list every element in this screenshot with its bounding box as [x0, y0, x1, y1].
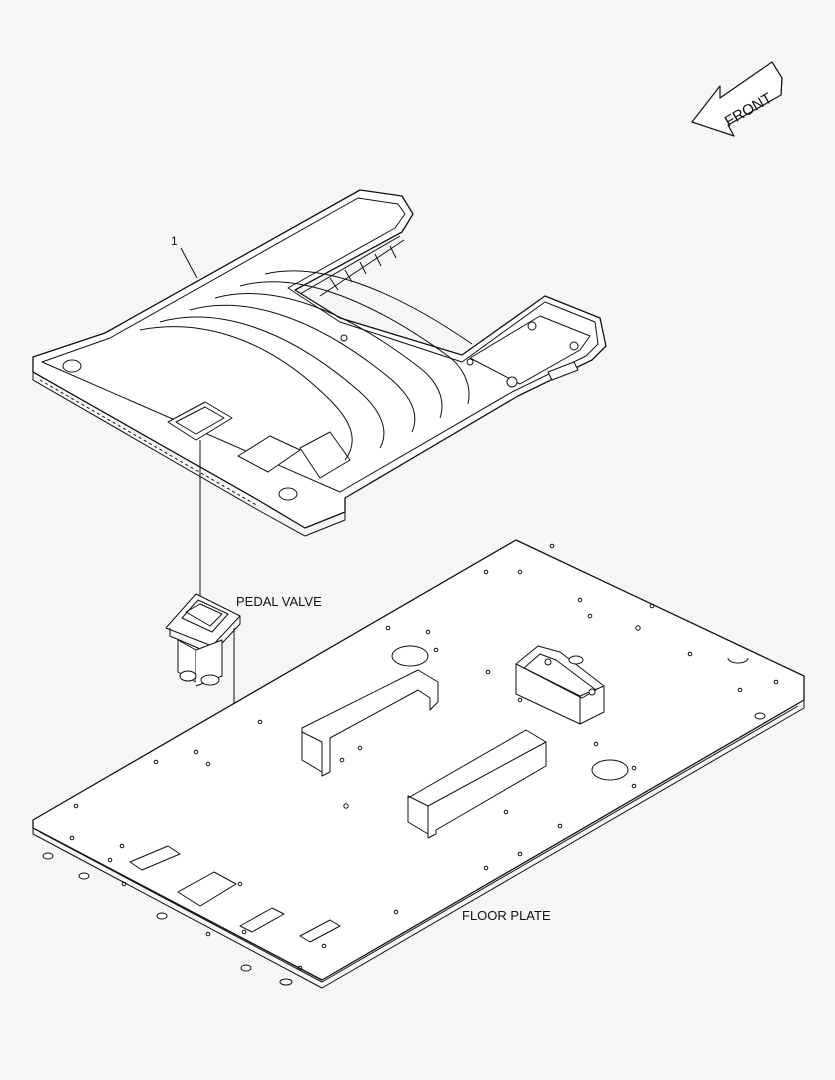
- floor-mat: [32, 189, 607, 537]
- pedal-valve: [165, 593, 241, 687]
- front-arrow-icon: FRONT: [691, 61, 783, 137]
- floor-plate: [32, 539, 805, 989]
- floor-plate-label: FLOOR PLATE: [462, 908, 551, 923]
- pedal-valve-label: PEDAL VALVE: [236, 594, 322, 609]
- part-callout-1: 1: [171, 234, 178, 248]
